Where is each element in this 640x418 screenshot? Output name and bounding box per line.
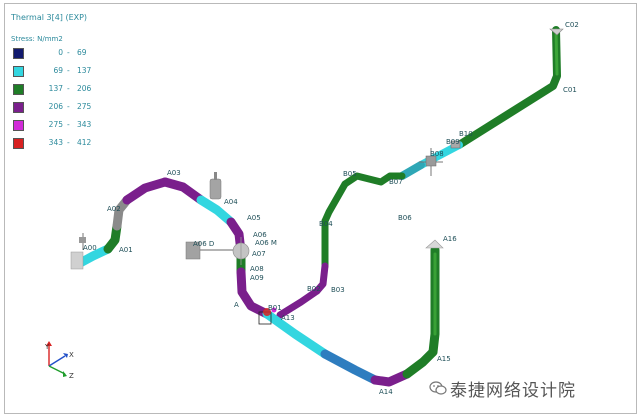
node-label-a06: A06 bbox=[253, 231, 267, 239]
legend-row: 206-275 bbox=[11, 101, 121, 119]
legend-range-high: 206 bbox=[77, 84, 92, 93]
legend-range-low: 275 bbox=[48, 120, 63, 129]
legend-row: 137-206 bbox=[11, 83, 121, 101]
legend-range-separator: - bbox=[67, 102, 70, 111]
node-label-b05: B05 bbox=[343, 170, 357, 178]
legend-range-low: 343 bbox=[48, 138, 63, 147]
node-label-c01: C01 bbox=[563, 86, 577, 94]
node-label-a16: A16 bbox=[443, 235, 457, 243]
node-label-a15: A15 bbox=[437, 355, 451, 363]
legend-range-separator: - bbox=[67, 138, 70, 147]
node-label-a02: A02 bbox=[107, 205, 121, 213]
node-label-a03: A03 bbox=[167, 169, 181, 177]
junction-a13 bbox=[258, 307, 277, 325]
pipe-branch-c bbox=[398, 26, 561, 180]
legend-range-separator: - bbox=[67, 48, 70, 57]
legend-swatch bbox=[13, 48, 24, 59]
node-label-a06d: A06 D bbox=[193, 240, 214, 248]
pipe-branch-a-lower bbox=[262, 245, 440, 387]
pipe-branch-a-upper bbox=[75, 177, 272, 319]
node-label-a: A bbox=[234, 301, 239, 309]
legend-swatch bbox=[13, 84, 24, 95]
legend-range-high: 275 bbox=[77, 102, 92, 111]
node-label-a06m: A06 M bbox=[255, 239, 277, 247]
legend-range-separator: - bbox=[67, 66, 70, 75]
node-label-b03: B03 bbox=[331, 286, 345, 294]
support-a16 bbox=[425, 239, 444, 249]
anchor-a00 bbox=[70, 233, 86, 270]
legend-range-high: 137 bbox=[77, 66, 92, 75]
legend-range-low: 206 bbox=[48, 102, 63, 111]
legend-row: 343-412 bbox=[11, 137, 121, 155]
pipe-branch-b bbox=[276, 172, 406, 319]
model-viewport[interactable]: C02 C01 B10 B09 B08 B07 B06 B05 B04 B03 … bbox=[4, 3, 637, 414]
node-label-b07: B07 bbox=[389, 178, 403, 186]
pipe-stress-model[interactable]: C02 C01 B10 B09 B08 B07 B06 B05 B04 B03 … bbox=[5, 4, 636, 413]
legend-range-low: 69 bbox=[53, 66, 63, 75]
fitting-b09 bbox=[450, 140, 461, 149]
node-label-b09: B09 bbox=[446, 138, 460, 146]
legend-heading: Stress: N/mm2 bbox=[11, 35, 63, 43]
node-label-b08: B08 bbox=[430, 150, 444, 158]
legend-range-low: 0 bbox=[58, 48, 63, 57]
valve-b08 bbox=[419, 148, 443, 176]
hanger-a04 bbox=[209, 172, 222, 200]
node-label-b04: B04 bbox=[319, 220, 333, 228]
node-label-a05: A05 bbox=[247, 214, 261, 222]
axis-label-z: Z bbox=[69, 372, 74, 380]
legend-swatch bbox=[13, 138, 24, 149]
node-label-b01: B01 bbox=[268, 304, 282, 312]
axis-triad: Y X Z bbox=[44, 341, 74, 380]
node-label-a08: A08 bbox=[250, 265, 264, 273]
legend-swatch bbox=[13, 102, 24, 113]
axis-label-x: X bbox=[69, 351, 74, 359]
load-case-title: Thermal 3[4] (EXP) bbox=[11, 13, 88, 22]
node-label-c02: C02 bbox=[565, 21, 579, 29]
legend-range-high: 343 bbox=[77, 120, 92, 129]
node-label-a01: A01 bbox=[119, 246, 133, 254]
legend-range-separator: - bbox=[67, 120, 70, 129]
legend-range-low: 137 bbox=[48, 84, 63, 93]
node-label-a13: A13 bbox=[281, 314, 295, 322]
legend-range-separator: - bbox=[67, 84, 70, 93]
node-label-a07: A07 bbox=[252, 250, 266, 258]
legend-row: 69-137 bbox=[11, 65, 121, 83]
legend-swatch bbox=[13, 66, 24, 77]
watermark-text: 泰捷网络设计院 bbox=[450, 381, 576, 401]
valve-a06 bbox=[185, 237, 250, 265]
axis-label-y: Y bbox=[44, 343, 50, 351]
support-c02 bbox=[549, 28, 564, 36]
legend-range-high: 69 bbox=[77, 48, 87, 57]
node-label-b10: B10 bbox=[459, 130, 473, 138]
node-label-a04: A04 bbox=[224, 198, 238, 206]
legend-range-high: 412 bbox=[77, 138, 92, 147]
watermark-chat-icon bbox=[429, 381, 447, 395]
node-label-a14: A14 bbox=[379, 388, 393, 396]
legend-swatch bbox=[13, 120, 24, 131]
node-label-a00: A00 bbox=[83, 244, 97, 252]
legend-row: 0-69 bbox=[11, 47, 121, 65]
node-label-b06: B06 bbox=[398, 214, 412, 222]
node-labels: C02 C01 B10 B09 B08 B07 B06 B05 B04 B03 … bbox=[83, 21, 579, 396]
node-label-b02: B02 bbox=[307, 285, 321, 293]
node-label-a09: A09 bbox=[250, 274, 264, 282]
legend-row: 275-343 bbox=[11, 119, 121, 137]
